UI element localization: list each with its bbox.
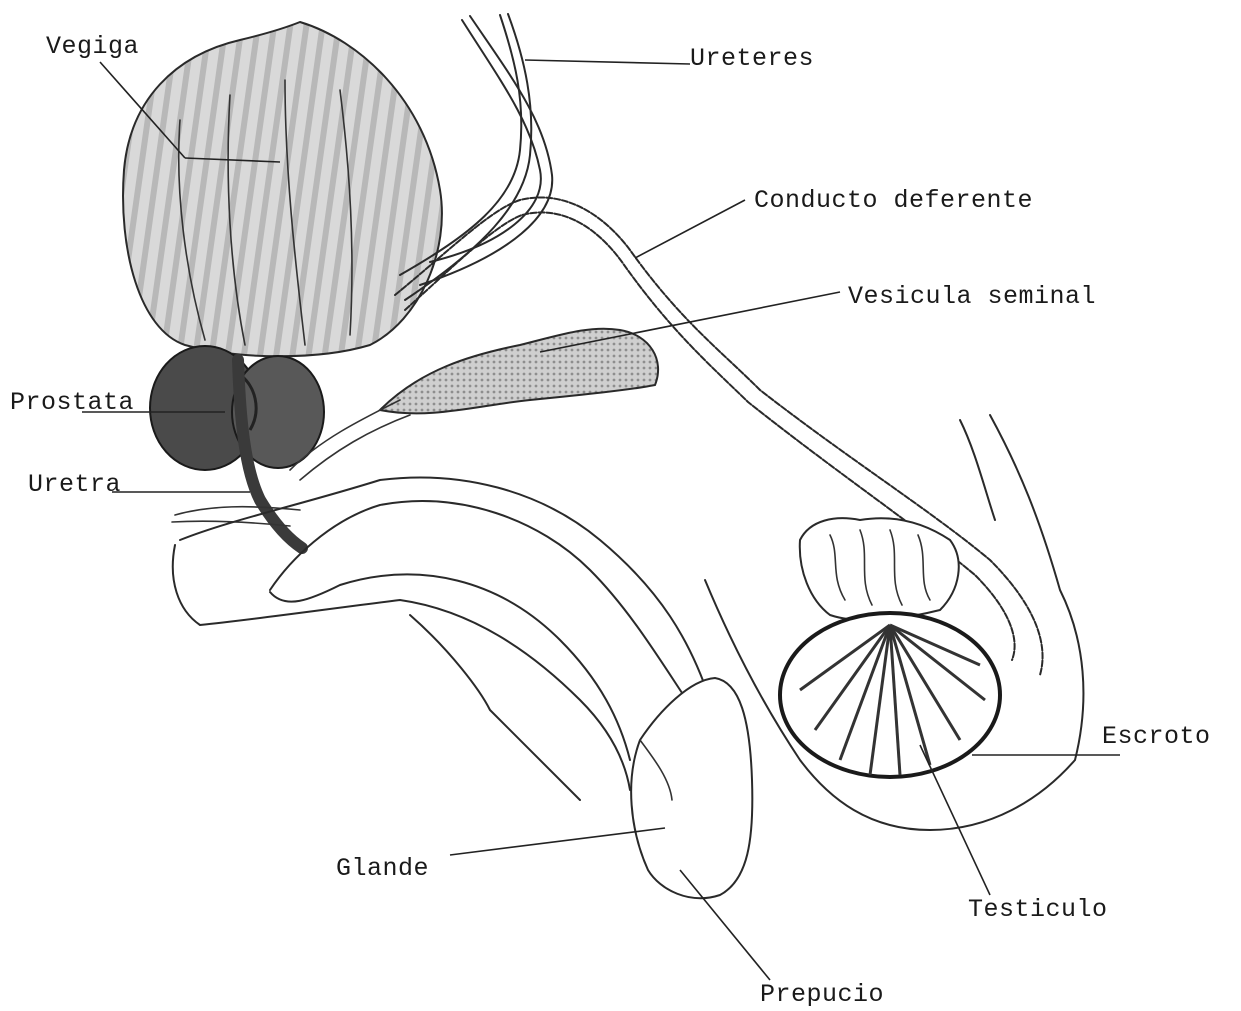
corpus-inner <box>270 501 690 705</box>
penis-body-lower <box>173 545 630 790</box>
corpus-inner-lower <box>270 574 630 760</box>
epididymis-shape <box>800 518 959 620</box>
label-testiculo: Testiculo <box>968 897 1108 922</box>
label-escroto: Escroto <box>1102 724 1211 749</box>
label-prepucio: Prepucio <box>760 982 884 1007</box>
seminal-vesicle-shape <box>380 329 658 414</box>
leader-vesicula <box>540 292 840 352</box>
skin-lower-line <box>410 615 580 800</box>
leader-glande <box>450 828 665 855</box>
label-conducto-deferente: Conducto deferente <box>754 188 1033 213</box>
glans-shape <box>631 678 752 898</box>
bladder-shape <box>123 22 442 356</box>
leader-conducto <box>635 200 745 258</box>
label-ureteres: Ureteres <box>690 46 814 71</box>
leader-ureteres <box>525 60 690 64</box>
scrotum-inner-fold <box>960 420 995 520</box>
label-vegiga: Vegiga <box>46 34 139 59</box>
label-prostata: Prostata <box>10 390 134 415</box>
penis-body-outline <box>180 478 710 701</box>
ureter-left <box>430 20 541 262</box>
label-uretra: Uretra <box>28 472 121 497</box>
label-glande: Glande <box>336 856 429 881</box>
label-vesicula-seminal: Vesicula seminal <box>848 284 1096 309</box>
leader-testiculo <box>920 745 990 895</box>
